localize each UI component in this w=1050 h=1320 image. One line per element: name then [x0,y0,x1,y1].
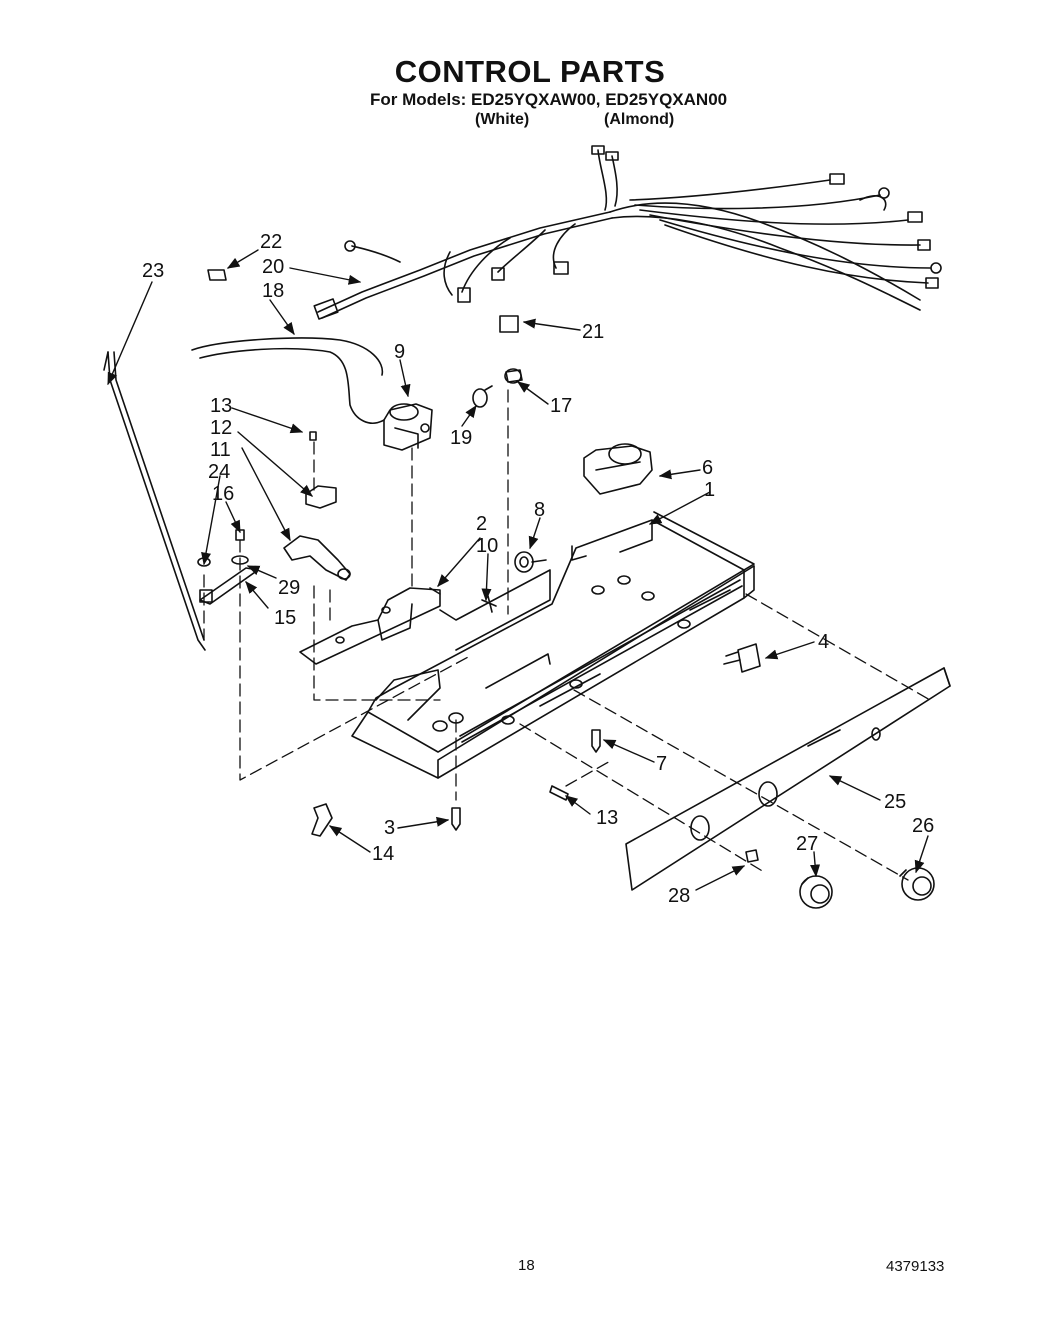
callout-label: 16 [212,483,234,505]
page-title: CONTROL PARTS [394,54,666,89]
callout-label: 9 [394,341,405,363]
clip-28 [745,849,759,863]
rod-23 [107,351,206,651]
variant-white-label: (White) [475,111,530,128]
screw-13-lower [549,785,569,801]
callout-labels: 22 20 18 23 21 9 17 19 13 12 11 24 16 6 … [142,231,934,907]
callout-label: 1 [704,479,715,501]
callout-label: 4 [818,631,829,653]
bulb-19 [472,385,493,408]
knob-27 [799,875,833,909]
callout-label: 25 [884,791,906,813]
callout-label: 18 [262,280,284,302]
wire-harness [313,145,942,320]
document-number: 4379133 [886,1258,945,1275]
callout-label: 8 [534,499,545,521]
callout-label: 28 [668,885,690,907]
screw-3 [451,807,461,831]
sensor-21 [499,315,519,333]
callout-label: 13 [596,807,618,829]
defrost-timer-6 [583,443,653,495]
lamp-socket-17 [504,368,523,384]
callout-label: 15 [274,607,296,629]
screw-7 [591,729,601,753]
control-panel-25 [625,667,951,891]
knob-26 [899,867,935,901]
callout-label: 26 [912,815,934,837]
callout-label: 2 [476,513,487,535]
bracket-2 [299,587,441,665]
callout-label: 11 [210,439,231,461]
switch-4 [723,643,761,673]
thermostat-9 [383,403,433,451]
callout-label: 19 [450,427,472,449]
callout-label: 14 [372,843,394,865]
model-list: For Models: ED25YQXAW00, ED25YQXAN00 [370,90,728,109]
capillary-tube [191,337,384,376]
control-housing-1 [351,511,755,779]
callout-label: 23 [142,260,164,282]
callout-label: 21 [582,321,604,343]
callout-label: 20 [262,256,284,278]
page-number: 18 [518,1257,535,1274]
screw-10 [481,595,497,613]
hidden-lines [203,389,931,881]
callout-label: 27 [796,833,818,855]
callout-label: 29 [278,577,300,599]
callout-label: 22 [260,231,282,253]
callout-label: 24 [208,461,230,483]
callout-label: 13 [210,395,232,417]
variant-almond-label: (Almond) [604,111,675,128]
clip-22 [207,269,227,281]
clip-14 [311,803,333,837]
callout-label: 10 [476,535,498,557]
callout-label: 3 [384,817,395,839]
callout-label: 17 [550,395,572,417]
leader-arrows [107,249,929,891]
callout-label: 7 [656,753,667,775]
callout-label: 6 [702,457,713,479]
grommet-8 [514,551,547,573]
callout-label: 12 [210,417,232,439]
